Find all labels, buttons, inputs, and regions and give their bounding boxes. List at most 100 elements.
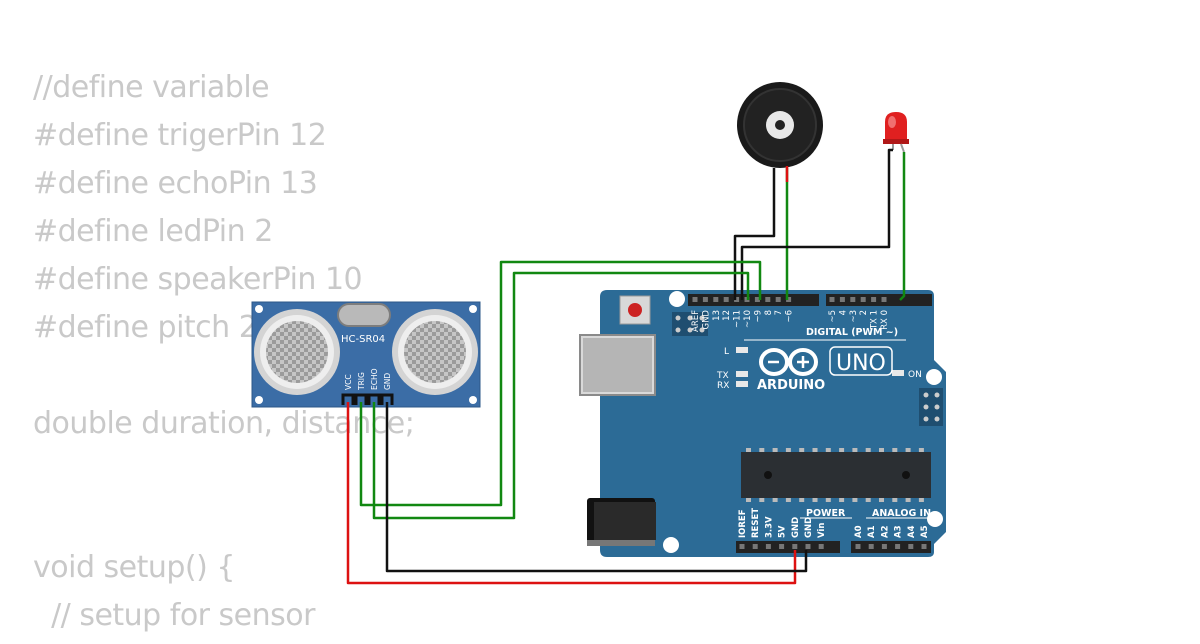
pin-label: ~3 [849, 310, 859, 323]
arduino-logo-icon [759, 348, 818, 376]
wire-vcc-5v [346, 402, 797, 585]
sensor-pin-label: TRIG [357, 372, 366, 391]
sensor-model-label: HC-SR04 [341, 334, 385, 345]
header-pin [765, 544, 771, 549]
reset-button[interactable] [619, 295, 651, 325]
sensor-pin-label: VCC [344, 374, 353, 390]
header-pin [734, 297, 740, 302]
pin-label: A2 [880, 525, 890, 538]
pin-label: AREF [691, 310, 701, 332]
led-l [736, 347, 748, 353]
header-pin [818, 544, 824, 549]
mounting-hole [669, 291, 685, 307]
pin-label: A0 [854, 525, 864, 538]
code-line: #define ledPin 2 [33, 214, 273, 249]
header-pin [775, 297, 781, 302]
header-pin [860, 297, 866, 302]
header-pin [871, 297, 877, 302]
pin-label: TX 1 [870, 310, 880, 330]
pin-label: ~11 [733, 310, 743, 328]
crystal [337, 303, 391, 327]
icsp-header [672, 312, 708, 336]
arduino-brand: ARDUINO [757, 378, 825, 393]
sensor-pin [367, 393, 381, 405]
mounting-hole [663, 537, 679, 553]
pin-label: GND [701, 310, 711, 330]
code-line: void setup() { [33, 550, 235, 585]
pin-label: 13 [712, 310, 722, 321]
header-pin [713, 297, 719, 302]
header-pin [786, 297, 792, 302]
led-l-label: L [724, 347, 729, 357]
power-header [736, 541, 840, 553]
led-tx-label: TX [716, 371, 729, 381]
pin-label: GND [791, 517, 801, 538]
header-pin [855, 544, 861, 549]
header-pin [702, 297, 708, 302]
mounting-hole [926, 369, 942, 385]
header-pin [881, 297, 887, 302]
sensor-pin-label: ECHO [370, 368, 379, 390]
header-pin [921, 544, 927, 549]
wire-gnd-gnd [385, 402, 808, 573]
pin-label: A1 [867, 525, 877, 538]
header-pin [723, 297, 729, 302]
code-line: #define echoPin 13 [33, 166, 318, 201]
code-line: //define variable [33, 70, 270, 105]
header-pin [739, 544, 745, 549]
header-pin [754, 297, 760, 302]
header-pin [752, 544, 758, 549]
pin-label: A4 [907, 525, 917, 538]
code-line: #define trigerPin 12 [33, 118, 327, 153]
sensor-pin [354, 393, 368, 405]
analog-label: ANALOG IN [872, 508, 931, 519]
power-label: POWER [806, 508, 846, 519]
pin-label: Vin [817, 523, 827, 538]
pin-label: ~5 [828, 310, 838, 323]
pin-label: 2 [859, 310, 869, 315]
arduino-uno-board: L TX RX ON ARDUINO UNO DIGITAL (PWM ~) A… [579, 290, 946, 557]
pin-label: 12 [722, 310, 732, 321]
pin-label: A5 [920, 525, 930, 538]
header-pin [765, 297, 771, 302]
header-pin [895, 544, 901, 549]
header-pin [792, 544, 798, 549]
header-pin [881, 544, 887, 549]
led-tx [736, 371, 748, 377]
wire-trig-pin12 [359, 260, 762, 507]
mounting-hole [927, 511, 943, 527]
atmega-chip [741, 448, 931, 502]
header-pin [868, 544, 874, 549]
pin-label: RX 0 [880, 310, 890, 330]
wire-led-gnd [740, 148, 893, 300]
piezo-buzzer [737, 82, 823, 168]
analog-header [851, 541, 931, 553]
pin-label: 8 [764, 310, 774, 315]
header-pin [805, 544, 811, 549]
header-pin [779, 544, 785, 549]
header-pin [692, 297, 698, 302]
transducer-left [254, 309, 340, 395]
red-led [883, 112, 909, 153]
wire-led-pin2 [899, 152, 906, 301]
sensor-pin [341, 393, 355, 405]
power-jack [587, 498, 656, 546]
usb-connector [579, 334, 656, 396]
led-on-label: ON [908, 370, 922, 380]
code-listing: //define variable #define trigerPin 12 #de… [33, 68, 415, 644]
digital-header-label: DIGITAL (PWM ~) [806, 327, 898, 338]
header-pin [908, 544, 914, 549]
code-line: #define pitch 2 [33, 310, 258, 345]
circuit-diagram: L TX RX ON ARDUINO UNO DIGITAL (PWM ~) A… [251, 82, 946, 585]
led-rx-label: RX [717, 381, 729, 391]
wire-buzzer-gnd [733, 168, 776, 300]
pin-label: RESET [751, 508, 761, 538]
header-pin [829, 297, 835, 302]
led-on [892, 370, 904, 376]
wire-echo-pin13 [372, 271, 750, 520]
icsp-header-right [919, 388, 943, 426]
transducer-right [392, 309, 478, 395]
